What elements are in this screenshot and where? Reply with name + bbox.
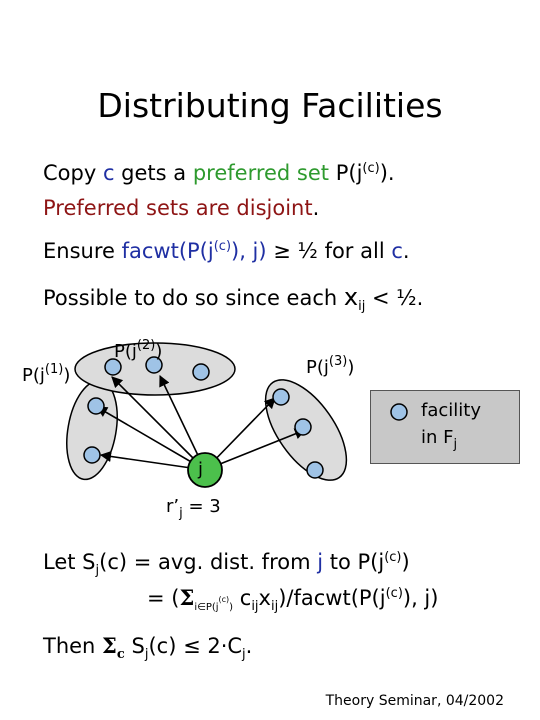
line-possible: Possible to do so since each xij < ½. <box>43 283 424 314</box>
text: ). <box>379 161 395 185</box>
text: (c) = avg. dist. from <box>99 550 318 574</box>
line-disjoint: Preferred sets are disjoint. <box>43 196 319 220</box>
facility-node <box>306 461 324 479</box>
text: P(j <box>114 341 137 362</box>
text: P(j <box>306 357 329 378</box>
client-j-label: j <box>198 459 204 480</box>
line-formula: = (Σi∈P(j(c)) cijxij)/facwt(P(j(c)), j) <box>147 585 439 613</box>
facility-node <box>87 397 105 415</box>
facility-node <box>294 418 312 436</box>
text: . <box>245 634 253 658</box>
facility-node <box>145 356 163 374</box>
text: < ½. <box>365 286 424 310</box>
facwt-term-end: ), j) <box>231 239 267 263</box>
text: = ( <box>147 586 180 610</box>
text: gets a <box>114 161 193 185</box>
text: c <box>233 586 252 610</box>
facility-node <box>192 363 210 381</box>
sup: (1) <box>44 362 64 377</box>
text: Copy <box>43 161 103 185</box>
text: Let S <box>43 550 96 574</box>
footer: Theory Seminar, 04/2002 <box>325 693 504 709</box>
text: S <box>124 634 145 658</box>
text: ) <box>347 357 355 378</box>
sub: j <box>453 437 458 452</box>
text: )/facwt(P(j <box>278 586 386 610</box>
sup: (c) <box>362 161 380 176</box>
disjoint-statement: Preferred sets are disjoint <box>43 196 313 220</box>
label-preferred-set-1: P(j(1)) <box>22 362 71 386</box>
facility-node <box>104 358 122 376</box>
line-copy-preferred-set: Copy c gets a preferred set P(j(c)). <box>43 161 395 185</box>
text: . <box>402 239 410 263</box>
sub: j <box>179 506 183 521</box>
text: i∈P(j <box>194 602 219 613</box>
sub: ij <box>358 299 366 314</box>
sup: (2) <box>136 338 156 353</box>
var-c: c <box>102 161 115 185</box>
facwt-term: facwt(P(j <box>121 239 214 263</box>
text: in F <box>421 427 454 448</box>
sup: (c) <box>218 595 230 604</box>
edge <box>204 428 307 471</box>
sub: ij <box>270 599 279 614</box>
line-ensure-facwt: Ensure facwt(P(j(c)), j) ≥ ½ for all c. <box>43 239 410 263</box>
text: r’ <box>166 496 180 517</box>
edge <box>96 406 206 471</box>
sup: (3) <box>328 354 348 369</box>
sub: j <box>144 647 149 662</box>
var-x: x <box>343 283 359 311</box>
legend-box <box>370 390 520 464</box>
text: x <box>258 586 271 610</box>
text: Ensure <box>43 239 122 263</box>
sup: (c) <box>213 239 232 254</box>
facility-node <box>272 388 290 406</box>
legend-text-line1: facility <box>421 400 481 421</box>
text: Then <box>43 634 103 658</box>
text: P(j <box>329 161 363 185</box>
text: to P(j <box>323 550 385 574</box>
sub: c <box>116 647 125 662</box>
var-c: c <box>391 239 403 263</box>
label-r-prime-j: r’j = 3 <box>166 496 221 520</box>
text: ≥ ½ for all <box>266 239 392 263</box>
text: P(j <box>22 365 45 386</box>
text: ), j) <box>402 586 439 610</box>
sum-index: i∈P(j(c)) <box>194 596 234 613</box>
text: ) <box>401 550 410 574</box>
text: . <box>312 196 320 220</box>
preferred-set-1-group <box>66 379 118 481</box>
client-node-j <box>187 452 223 488</box>
text: = 3 <box>182 496 221 517</box>
edge <box>111 376 206 471</box>
text: ) <box>155 341 163 362</box>
slide-title: Distributing Facilities <box>97 86 443 125</box>
sup: (c) <box>385 586 403 601</box>
var-j: j <box>317 550 324 574</box>
sigma-symbol: Σ <box>179 585 195 610</box>
label-preferred-set-3: P(j(3)) <box>306 354 355 378</box>
sub: j <box>95 563 100 578</box>
preferred-set-term: preferred set <box>192 161 330 185</box>
text: ) <box>63 365 71 386</box>
text: ) <box>229 602 234 613</box>
label-preferred-set-2: P(j(2)) <box>114 338 163 362</box>
sigma-symbol: Σ <box>102 633 117 658</box>
facility-node <box>83 446 101 464</box>
sub: j <box>242 647 246 662</box>
sup: (c) <box>384 550 402 565</box>
sub: ij <box>251 599 259 614</box>
legend-text-line2: in Fj <box>421 427 457 451</box>
text: Possible to do so since each <box>43 286 344 310</box>
line-then-sum: Then Σc Sj(c) ≤ 2·Cj. <box>43 633 253 661</box>
text: (c) ≤ 2·C <box>148 634 243 658</box>
line-let-sj: Let Sj(c) = avg. dist. from j to P(j(c)) <box>43 550 410 577</box>
